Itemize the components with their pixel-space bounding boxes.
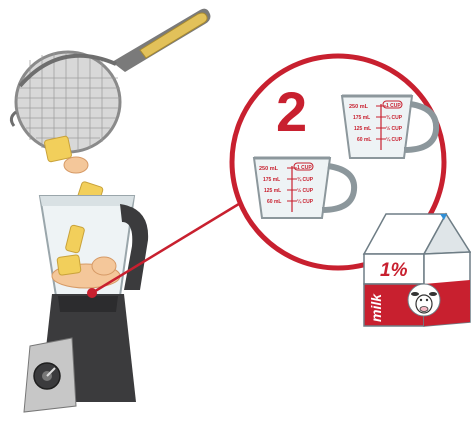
cup-back-1cup: 1 CUP (386, 103, 401, 109)
callout-origin-dot (87, 288, 97, 298)
cup-back-ml-125: 125 mL (354, 126, 371, 132)
cup-front-ml-125: 125 mL (264, 188, 281, 194)
cup-front-1cup: 1 CUP (297, 165, 312, 171)
cup-front-ml-250: 250 mL (259, 166, 279, 172)
cup-front-ml-60: 60 mL (267, 199, 281, 205)
cup-back-half: ½ CUP (386, 125, 403, 132)
strainer (11, 9, 210, 152)
cup-front-quarter: ¼ CUP (297, 198, 314, 205)
cup-back-ml-250: 250 mL (349, 104, 369, 110)
milk-fat-label: 1% (380, 260, 408, 281)
cup-front-half: ½ CUP (297, 187, 314, 194)
cup-back-ml-175: 175 mL (353, 115, 370, 121)
milk-carton: 1% milk milk (364, 214, 470, 326)
cup-back-three-quarter: ¾ CUP (386, 114, 403, 121)
step-number: 2 (276, 80, 307, 143)
milk-front-label: milk (368, 293, 384, 322)
cup-front-three-quarter: ¾ CUP (297, 176, 314, 183)
blender (24, 196, 148, 412)
cup-back-ml-60: 60 mL (357, 137, 371, 143)
cup-back-quarter: ¼ CUP (386, 136, 403, 143)
cup-front-ml-175: 175 mL (263, 177, 280, 183)
